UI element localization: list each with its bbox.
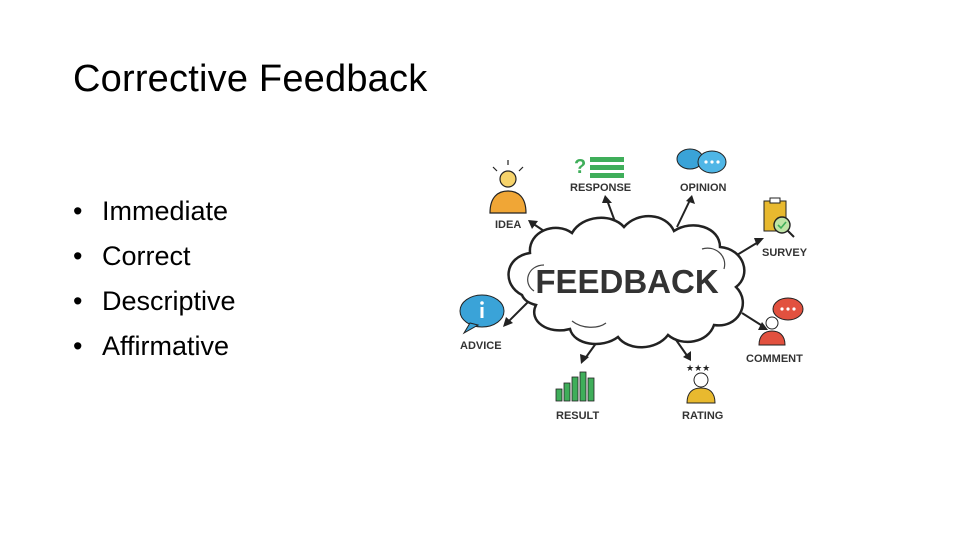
arrowhead-comment <box>758 322 768 330</box>
arrow-advice <box>506 299 531 324</box>
bullet-dot-icon: • <box>73 331 83 361</box>
idea-icon <box>489 160 527 214</box>
advice-icon <box>459 294 505 335</box>
bullet-text: Descriptive <box>102 286 236 316</box>
response-label: RESPONSE <box>570 182 631 194</box>
response-icon: ? <box>574 156 624 178</box>
svg-text:?: ? <box>574 156 586 178</box>
survey-icon <box>763 197 795 238</box>
result-icon <box>555 371 595 402</box>
arrowhead-advice <box>503 317 513 327</box>
comment-label: COMMENT <box>746 353 803 365</box>
arrowhead-result <box>580 354 589 364</box>
bullet-list: • Immediate • Correct • Descriptive • Affirm… <box>73 194 236 374</box>
bullet-dot-icon: • <box>73 241 83 271</box>
arrowhead-response <box>602 195 612 203</box>
bullet-item: • Immediate <box>73 194 236 239</box>
bullet-dot-icon: • <box>73 286 83 316</box>
arrow-comment <box>741 312 765 328</box>
advice-label: ADVICE <box>460 340 502 352</box>
bullet-text: Affirmative <box>102 331 230 361</box>
arrow-opinion <box>676 199 691 228</box>
feedback-illustration: FEEDBACK IDEA ? RESPONSE OPINION <box>459 148 808 422</box>
arrowhead-survey <box>754 238 764 246</box>
opinion-label: OPINION <box>680 182 727 194</box>
arrowhead-rating <box>683 351 691 361</box>
arrowheads <box>503 195 768 364</box>
comment-icon <box>758 297 804 346</box>
result-label: RESULT <box>556 410 599 422</box>
cloud-center-text: FEEDBACK <box>535 263 719 300</box>
rating-icon: ★★★ <box>686 364 716 404</box>
bullet-item: • Correct <box>73 239 236 284</box>
bullet-item: • Affirmative <box>73 329 236 374</box>
survey-label: SURVEY <box>762 247 808 259</box>
arrowhead-opinion <box>686 195 695 204</box>
bullet-dot-icon: • <box>73 196 83 226</box>
cloud-sketch-lines <box>527 247 726 328</box>
cloud-shape <box>507 214 746 349</box>
bullet-item: • Descriptive <box>73 284 236 329</box>
bullet-text: Immediate <box>102 196 229 226</box>
opinion-icon <box>676 148 727 174</box>
arrowhead-idea <box>528 220 538 229</box>
svg-text:★★★: ★★★ <box>686 364 710 374</box>
rating-label: RATING <box>682 410 723 422</box>
bullet-text: Correct <box>102 241 191 271</box>
slide-title: Corrective Feedback <box>73 58 428 100</box>
idea-label: IDEA <box>495 219 521 231</box>
